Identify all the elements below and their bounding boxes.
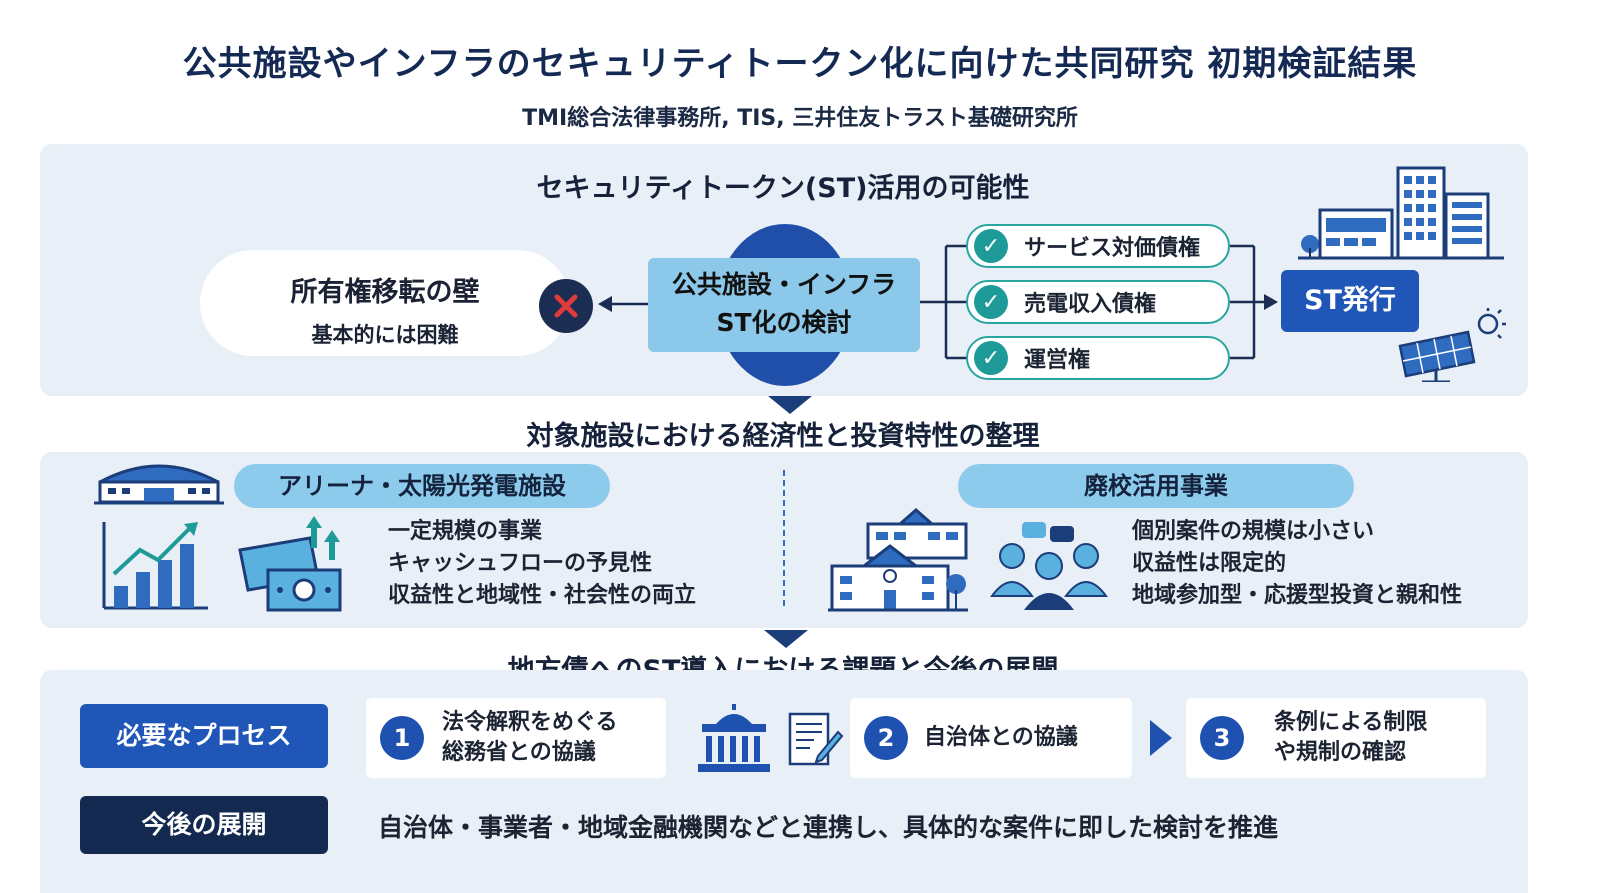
barrier-title: 所有権移転の壁 [290,277,480,308]
step-number: 3 [1200,716,1244,760]
process-label: 必要なプロセス [80,704,328,768]
center-box: 公共施設・インフラ ST化の検討 [648,258,920,352]
branch-connector-right [1228,244,1278,360]
section-title-st-possibility: セキュリティトークン(ST)活用の可能性 [536,173,1030,204]
future-text: 自治体・事業者・地域金融機関などと連携し、具体的な案件に即した検討を推進 [378,813,1279,842]
point-item: キャッシュフローの予見性 [388,551,653,576]
section-title-economics: 対象施設における経済性と投資特性の整理 [526,421,1040,452]
option-label: 売電収入債権 [1024,292,1157,317]
ownership-barrier-box: 所有権移転の壁 基本的には困難 [200,250,570,356]
city-buildings-icon [1298,164,1504,260]
step-arrow-icon [1150,720,1172,756]
check-icon: ✓ [974,341,1008,375]
option-service-fee-claim: ✓ サービス対価債権 [966,224,1230,268]
community-people-icon [988,522,1110,612]
step-text: 法令解釈をめぐる 総務省との協議 [442,710,618,765]
down-arrow-2 [764,630,808,648]
center-line-2: ST化の検討 [716,308,852,337]
option-power-sales-claim: ✓ 売電収入債権 [966,280,1230,324]
process-step-3: 3 条例による制限 や規制の確認 [1186,698,1486,778]
point-item: 一定規模の事業 [388,519,543,544]
cross-icon [538,278,594,334]
barrier-note: 基本的には困難 [311,323,459,347]
option-label: サービス対価債権 [1024,236,1201,261]
left-points: 一定規模の事業 キャッシュフローの予見性 収益性と地域性・社会性の両立 [388,516,696,612]
left-arrow [596,292,648,316]
government-document-icons [696,702,844,774]
step-text: 条例による制限 や規制の確認 [1274,710,1428,765]
point-item: 地域参加型・応援型投資と親和性 [1132,583,1463,608]
center-line-1: 公共施設・インフラ [671,270,897,299]
check-icon: ✓ [974,285,1008,319]
step-number: 1 [380,716,424,760]
option-operating-right: ✓ 運営権 [966,336,1230,380]
page-subtitle: TMI総合法律事務所, TIS, 三井住友トラスト基礎研究所 [522,106,1078,131]
point-item: 収益性と地域性・社会性の両立 [388,583,697,608]
page-title: 公共施設やインフラのセキュリティトークン化に向けた共同研究 初期検証結果 [182,44,1418,84]
section-divider [783,470,785,606]
down-arrow-1 [768,396,812,414]
future-label: 今後の展開 [80,796,328,854]
step-number: 2 [864,716,908,760]
process-step-2: 2 自治体との協議 [850,698,1132,778]
solar-panel-icon [1392,306,1512,384]
category-school-reuse: 廃校活用事業 [958,464,1354,508]
arena-icon [94,456,224,506]
right-points: 個別案件の規模は小さい 収益性は限定的 地域参加型・応援型投資と親和性 [1132,516,1462,612]
option-label: 運営権 [1024,348,1091,373]
st-issuance-box: ST発行 [1281,270,1419,332]
category-arena-solar: アリーナ・太陽光発電施設 [234,464,610,508]
point-item: 個別案件の規模は小さい [1132,519,1375,544]
point-item: 収益性は限定的 [1132,551,1287,576]
school-building-icon [828,506,968,612]
check-icon: ✓ [974,229,1008,263]
growth-chart-icon [102,520,210,610]
money-icon [238,514,346,612]
process-step-1: 1 法令解釈をめぐる 総務省との協議 [366,698,666,778]
step-text: 自治体との協議 [924,725,1078,750]
